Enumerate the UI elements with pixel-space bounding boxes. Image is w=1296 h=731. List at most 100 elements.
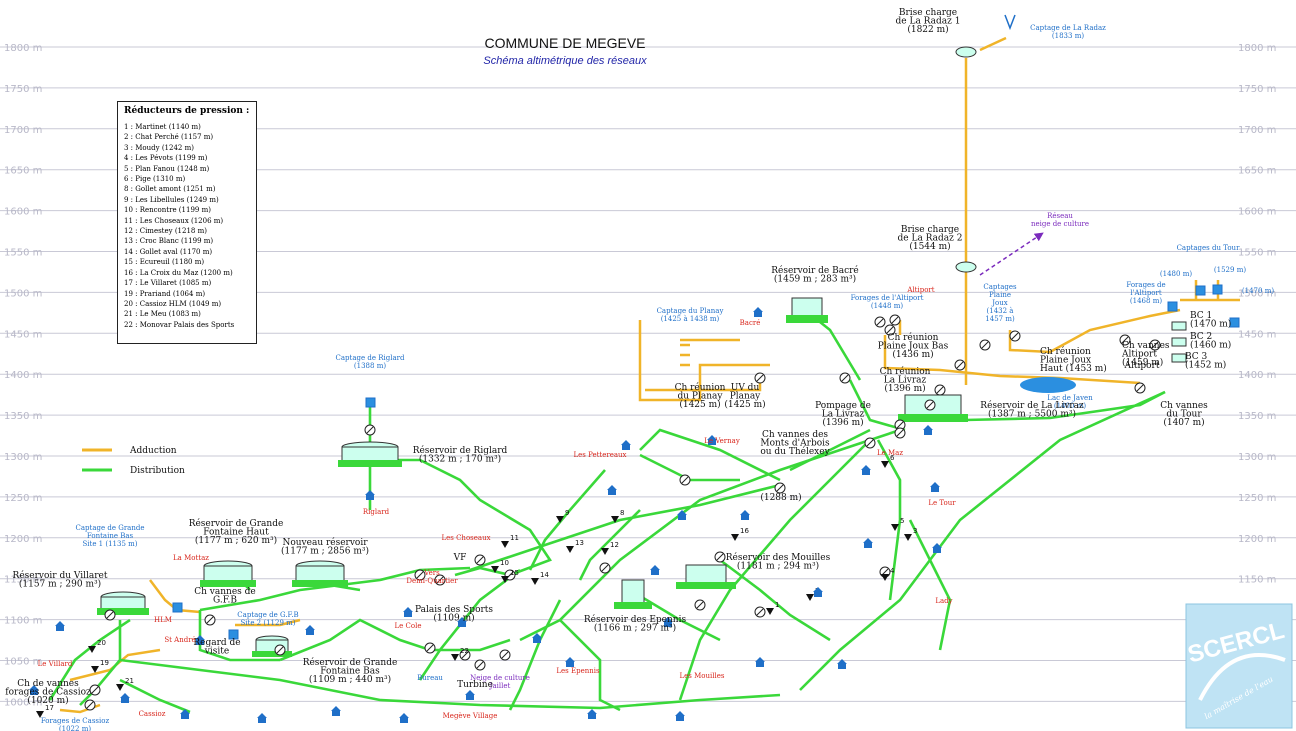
reducer-number: 19 <box>100 659 109 667</box>
label-radaz-capt: Captage de La Radaz(1833 m) <box>1030 24 1106 40</box>
level-label: 1750 m <box>4 84 42 95</box>
reducer-marker-icon <box>36 711 44 718</box>
level-label: 1400 m <box>1238 370 1276 381</box>
reducer-marker-icon <box>881 461 889 468</box>
label-line: Brise charge <box>901 225 959 235</box>
neige-de-culture-arrow <box>979 232 1044 276</box>
label-line: (1470 m) <box>1190 318 1231 329</box>
label-line: Captage de G.F.B <box>237 611 298 619</box>
dist-epennis-2 <box>559 619 621 712</box>
house-icon <box>195 635 205 645</box>
valve-slash <box>436 576 444 584</box>
house-icon <box>861 465 871 475</box>
reducer-item: 13 : Croc Blanc (1199 m) <box>124 237 214 246</box>
house-icon <box>365 490 375 500</box>
legend-adduction-label: Adduction <box>129 446 177 456</box>
reducer-item: 9 : Les Libellules (1249 m) <box>124 195 219 204</box>
label-line: Plaine Joux <box>1040 355 1091 365</box>
label-line: Réservoir de Riglard <box>413 445 508 456</box>
dist-maz <box>876 439 902 601</box>
house-icon <box>663 617 673 627</box>
house-icon <box>55 621 65 631</box>
label-forages-cassioz: Forages de Cassioz(1022 m) <box>41 717 110 731</box>
label-line: Planay <box>730 391 761 401</box>
reservoirs <box>97 46 1187 657</box>
label-line: Réseau <box>1047 212 1073 220</box>
valve-slash <box>276 646 284 654</box>
label-line: Captage de La Radaz <box>1030 24 1106 32</box>
house-icon <box>863 538 873 548</box>
label-line: Neige de culture <box>470 674 530 682</box>
adduction-tour <box>1180 280 1240 302</box>
reducer-number: 9 <box>565 509 569 517</box>
label-line: (1460 m) <box>1190 339 1231 350</box>
dist-epennis <box>508 599 562 711</box>
adduction-altiport <box>898 308 1181 354</box>
valve-slash <box>716 553 724 561</box>
valve-slash <box>876 318 884 326</box>
label-les-choseaux: Les Choseaux <box>441 534 490 542</box>
level-label: 1750 m <box>1238 84 1276 95</box>
captage-gfb1-icon <box>172 602 183 613</box>
adduction-gfb2 <box>235 618 301 627</box>
reservoir-epennis-icon <box>614 579 652 609</box>
house-icon <box>180 709 190 719</box>
label-line: (1022 m) <box>59 725 91 731</box>
level-label: 1200 m <box>4 534 42 545</box>
label-capt-riglard: Captage de Riglard(1388 m) <box>336 354 405 370</box>
reducer-item: 20 : Cassioz HLM (1049 m) <box>124 299 222 308</box>
scercl-logo: SCERCL la maîtrise de l'eau <box>1185 603 1293 729</box>
captages <box>172 14 1240 640</box>
reducer-number: 17 <box>45 704 54 712</box>
valve-slash <box>936 386 944 394</box>
label-line: Ch réunion <box>880 366 931 377</box>
reducer-marker-icon <box>904 534 912 541</box>
house-icon <box>399 713 409 723</box>
label-line: Site 2 (1129 m) <box>240 619 295 627</box>
label-line: Forages de Cassioz <box>41 717 110 725</box>
level-label: 1000 m <box>4 697 42 708</box>
label-vf: VF <box>453 553 467 563</box>
brise-charge-1-icon <box>955 46 977 58</box>
reducer-item: 11 : Les Choseaux (1206 m) <box>124 216 224 225</box>
label-bc2: BC 2(1460 m) <box>1190 332 1231 350</box>
level-label: 1250 m <box>4 493 42 504</box>
reducer-number: 3 <box>913 527 917 535</box>
level-label: 1600 m <box>1238 207 1276 218</box>
label-bc3: BC 3(1452 m) <box>1185 352 1226 370</box>
level-label: 1150 m <box>1238 575 1276 586</box>
dist-pettereaux <box>639 453 740 482</box>
label-line: (1388 m) <box>354 362 386 370</box>
reducer-item: 4 : Les Pévots (1199 m) <box>124 154 208 163</box>
label-bacre-red: Bacré <box>740 319 761 327</box>
level-label: 1300 m <box>1238 452 1276 463</box>
reducer-number: 20 <box>97 639 106 647</box>
label-tour-altitude: (1480 m) <box>1160 270 1192 278</box>
house-icon <box>331 706 341 716</box>
reducer-item: 12 : Cimestey (1218 m) <box>124 227 207 236</box>
label-line: (1396 m) <box>884 383 925 394</box>
label-line: Ch réunion <box>888 332 939 343</box>
house-icon <box>532 633 542 643</box>
level-label: 1450 m <box>1238 329 1276 340</box>
dist-epennis-mouilles <box>629 588 721 642</box>
label-line: Haut (1453 m) <box>1040 363 1107 374</box>
reservoir-mouilles-icon <box>676 564 736 589</box>
valve-slash <box>926 401 934 409</box>
label-line: Pompage de <box>815 401 871 411</box>
house-icon <box>621 440 631 450</box>
dist-village-main <box>119 658 781 710</box>
reducer-marker-icon <box>451 654 459 661</box>
valve-slash <box>1151 341 1159 349</box>
reservoir-riglard-icon <box>338 441 402 467</box>
reservoir-gf-bas-icon <box>252 635 292 657</box>
label-res-epennis: Réservoir des Epennis(1166 m ; 297 m³) <box>584 614 687 633</box>
reducer-item: 14 : Gollet aval (1170 m) <box>124 247 213 256</box>
label-les-mouilles: Les Mouilles <box>680 672 725 680</box>
valve-slash <box>501 651 509 659</box>
house-icon <box>587 709 597 719</box>
valve-slash <box>1121 336 1129 344</box>
label-line: BC 2 <box>1190 332 1212 342</box>
